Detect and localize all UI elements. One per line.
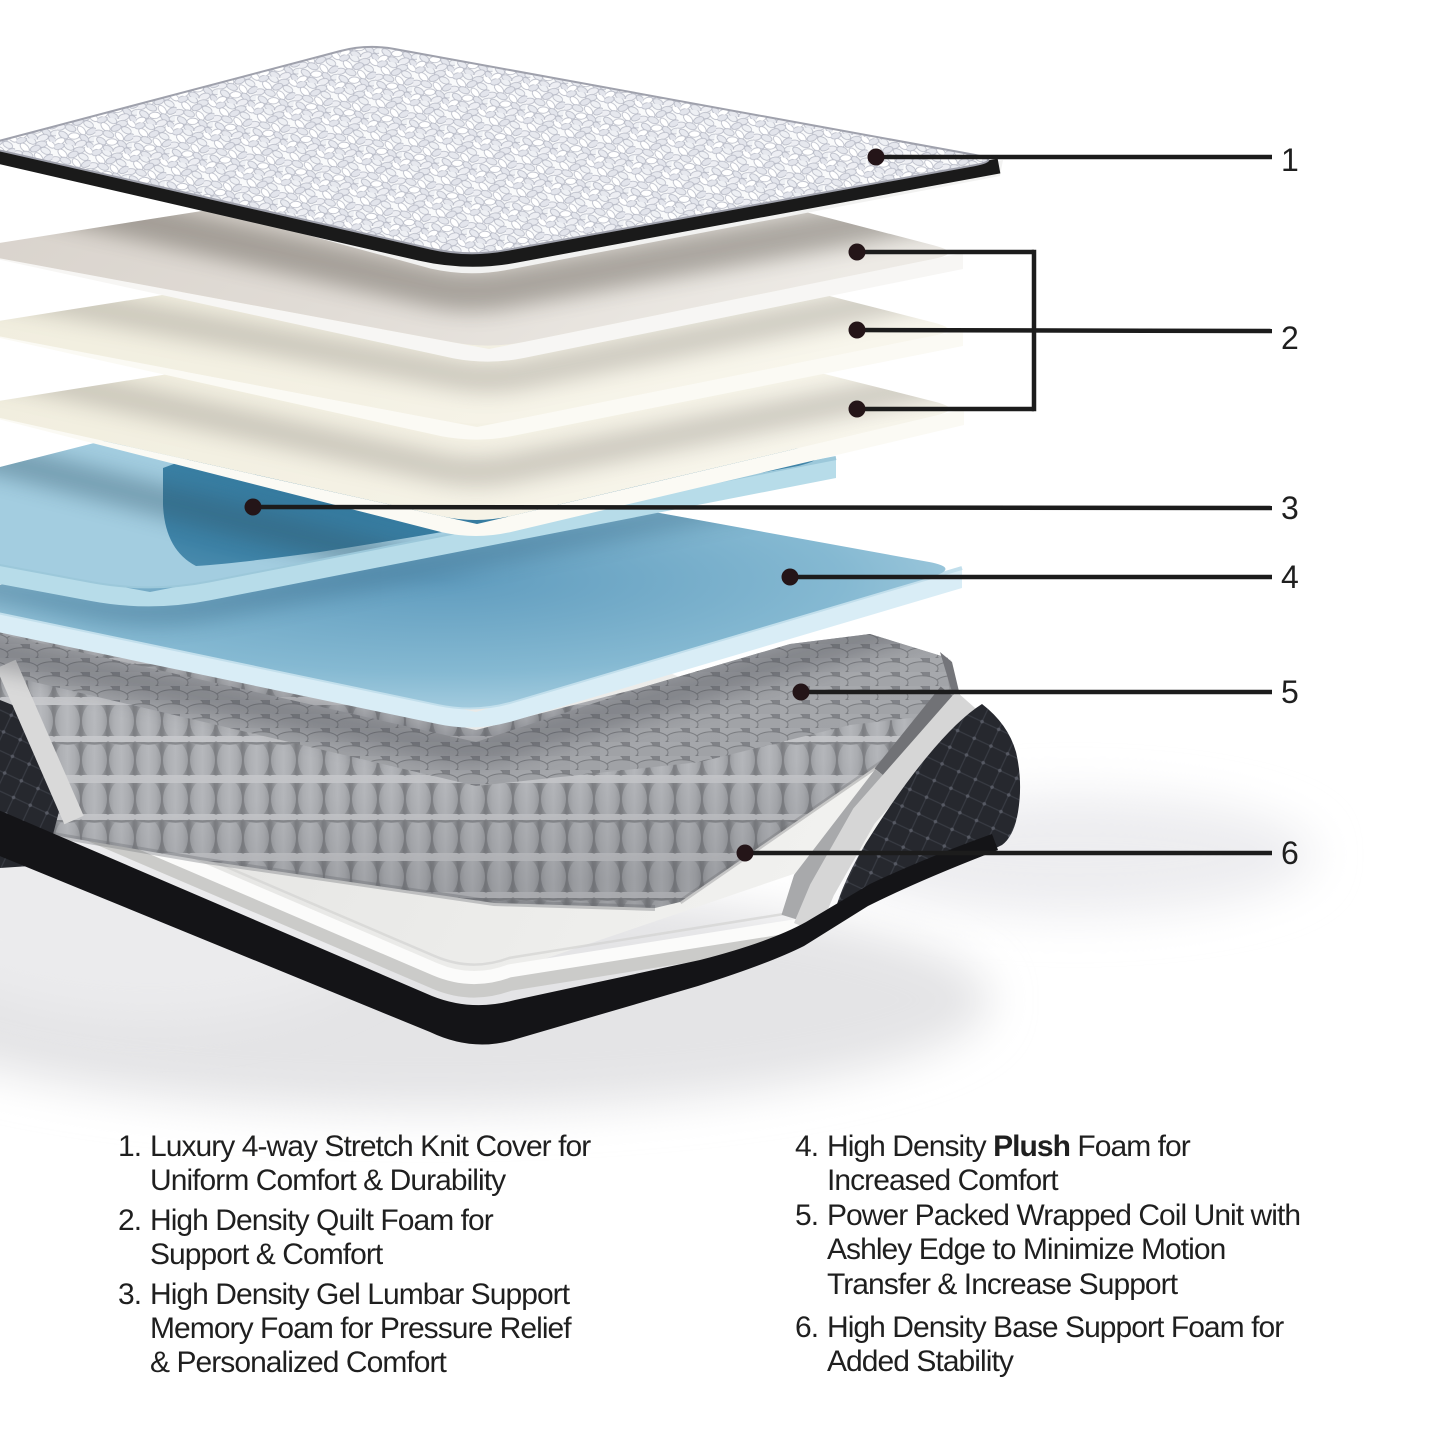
svg-text:4: 4 [1281,559,1299,595]
svg-text:1: 1 [1281,142,1299,178]
svg-text:6: 6 [1281,835,1299,871]
svg-text:3: 3 [1281,490,1299,526]
svg-text:5: 5 [1281,674,1299,710]
svg-text:2: 2 [1281,320,1299,356]
